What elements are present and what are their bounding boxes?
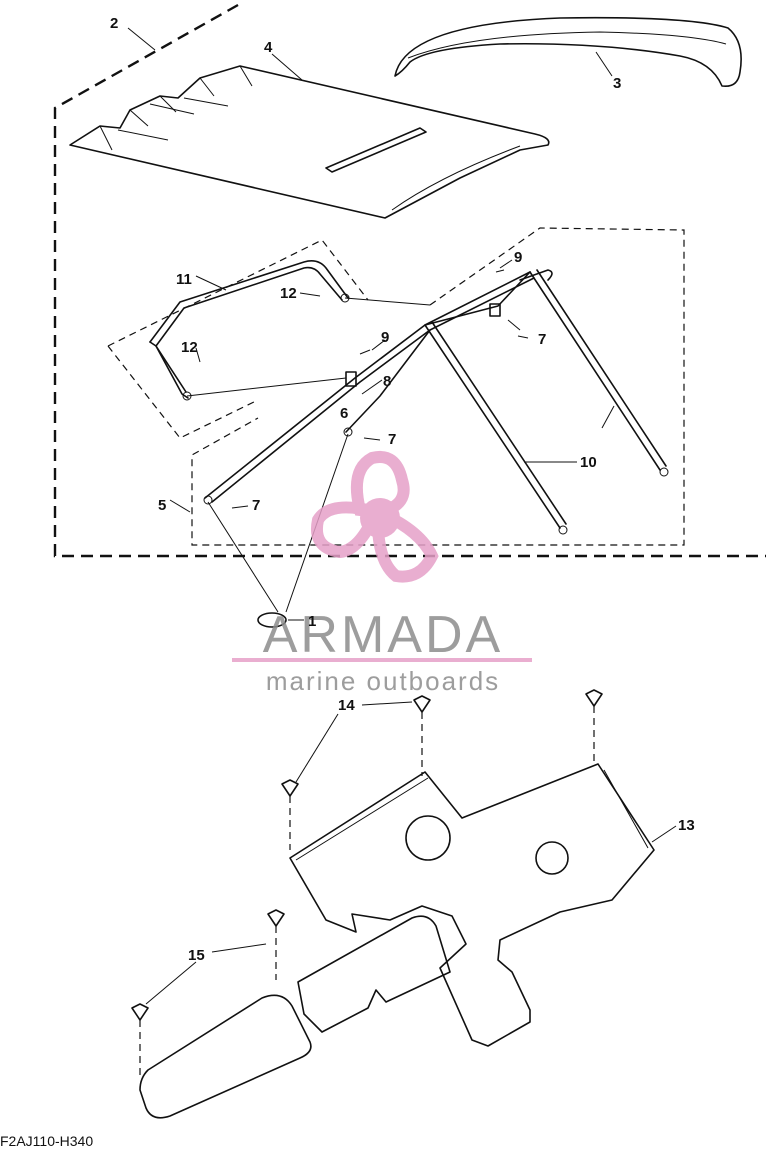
fittings — [186, 269, 505, 437]
callouts: 2 4 3 9 11 12 7 9 12 8 6 7 10 5 7 1 14 1… — [110, 15, 695, 964]
fasteners — [131, 689, 603, 1078]
propeller-logo-icon — [311, 451, 439, 583]
part-4-top-cover — [69, 65, 550, 219]
callout-11: 11 — [176, 271, 192, 288]
part-3-trim — [394, 16, 742, 88]
callout-1: 1 — [308, 613, 316, 630]
part-15-mats — [139, 915, 451, 1119]
callout-2: 2 — [110, 15, 118, 32]
callout-12a: 12 — [280, 285, 297, 302]
callout-14: 14 — [338, 697, 355, 714]
part-5-front-bow — [203, 271, 535, 505]
part-13-mat — [289, 763, 655, 1047]
callout-9a: 9 — [514, 249, 522, 266]
callout-7c: 7 — [252, 497, 260, 514]
watermark-brand: ARMADA — [263, 606, 503, 664]
callout-8: 8 — [383, 373, 391, 390]
armada-watermark: ARMADA marine outboards — [232, 451, 532, 696]
drawing-code: F2AJ110-H340 — [0, 1133, 94, 1149]
callout-4: 4 — [264, 39, 273, 56]
frame-group-outline — [107, 227, 685, 546]
callout-7b: 7 — [388, 431, 396, 448]
callout-5: 5 — [158, 497, 166, 514]
callout-7a: 7 — [538, 331, 546, 348]
leader-lines — [127, 27, 677, 1005]
watermark-rule — [232, 658, 532, 662]
part-11-window-frame — [149, 260, 350, 401]
callout-10: 10 — [580, 454, 597, 471]
assembly-group-outline — [53, 3, 766, 558]
watermark-tagline: marine outboards — [266, 666, 500, 696]
callout-6: 6 — [340, 405, 348, 422]
part-1-base — [207, 433, 349, 628]
part-10-rear-bow — [424, 269, 669, 535]
callout-13: 13 — [678, 817, 695, 834]
callout-3: 3 — [613, 75, 621, 92]
callout-12b: 12 — [181, 339, 198, 356]
callout-15: 15 — [188, 947, 205, 964]
callout-9b: 9 — [381, 329, 389, 346]
